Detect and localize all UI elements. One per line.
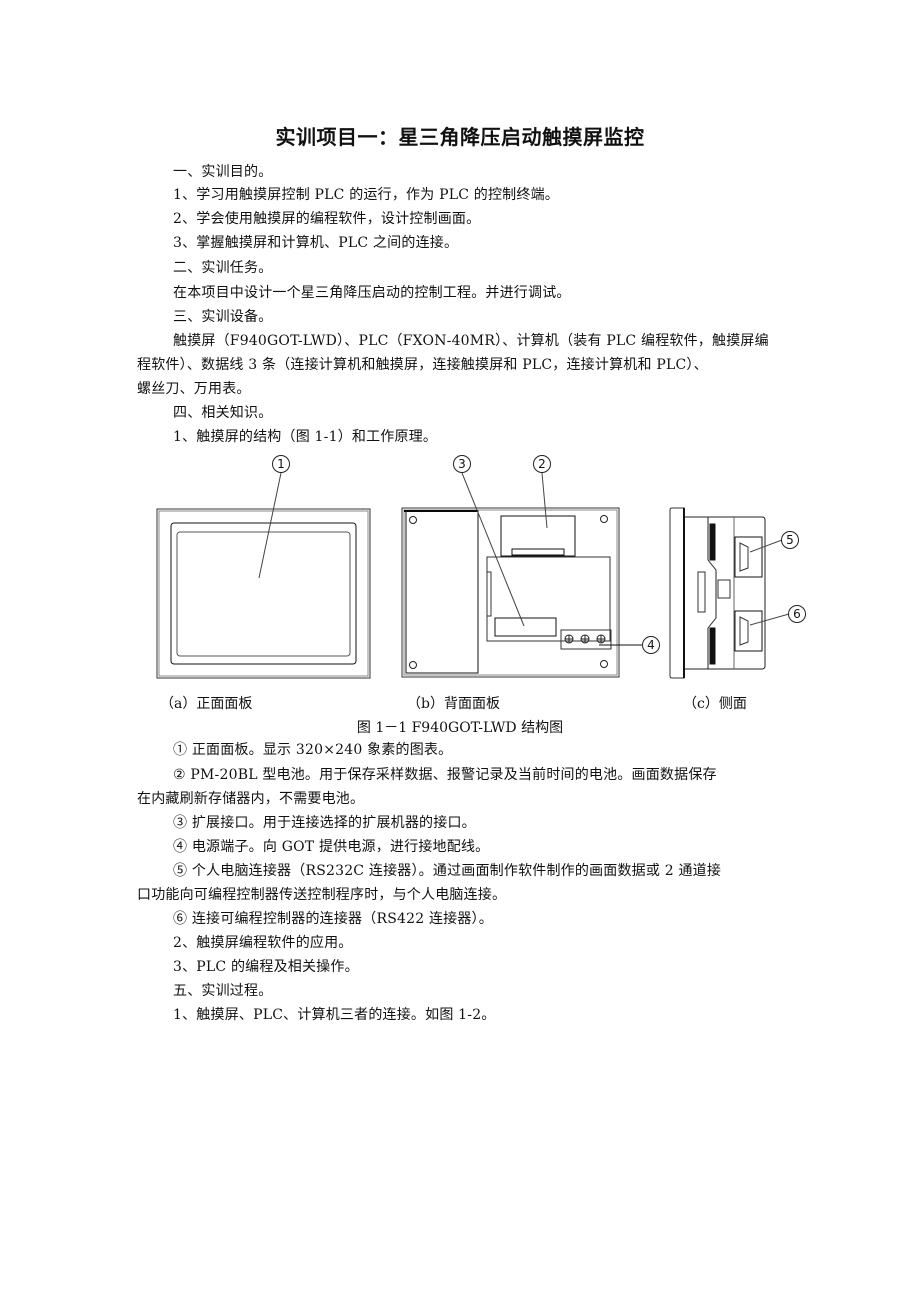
- power-terminal-screws: [564, 634, 606, 644]
- description-item: ① 正面面板。显示 320×240 象素的图表。: [173, 742, 453, 758]
- callout-1: 1: [277, 457, 285, 471]
- page-title: 实训项目一：星三角降压启动触摸屏监控: [275, 125, 645, 149]
- callout-2: 2: [538, 457, 546, 471]
- description-item: ⑥ 连接可编程控制器的连接器（RS422 连接器）。: [173, 911, 493, 927]
- description-item: 口功能向可编程控制器传送控制程序时，与个人电脑连接。: [137, 887, 507, 903]
- description-item: ③ 扩展接口。用于连接选择的扩展机器的接口。: [173, 815, 476, 831]
- subcaption-side: （c）侧面: [683, 696, 747, 712]
- subcaption-back: （b）背面面板: [407, 696, 500, 712]
- section-heading-equipment: 三、实训设备。: [173, 309, 273, 325]
- process-item: 1、触摸屏、PLC、计算机三者的连接。如图 1-2。: [173, 1007, 496, 1023]
- objective-item: 2、学会使用触摸屏的编程软件，设计控制画面。: [173, 211, 481, 227]
- task-item: 在本项目中设计一个星三角降压启动的控制工程。并进行调试。: [173, 285, 571, 301]
- description-item: ④ 电源端子。向 GOT 提供电源，进行接地配线。: [173, 839, 490, 855]
- equipment-line: 螺丝刀、万用表。: [137, 381, 251, 397]
- equipment-line: 程软件）、数据线 3 条（连接计算机和触摸屏，连接触摸屏和 PLC，连接计算机和…: [137, 357, 708, 373]
- front-panel-drawing: [156, 455, 371, 679]
- objective-item: 3、掌握触摸屏和计算机、PLC 之间的连接。: [173, 235, 459, 251]
- section-heading-process: 五、实训过程。: [173, 983, 273, 999]
- callout-4: 4: [647, 638, 655, 652]
- callout-6: 6: [793, 607, 801, 621]
- knowledge-item: 2、触摸屏编程软件的应用。: [173, 935, 353, 951]
- section-heading-objectives: 一、实训目的。: [173, 164, 273, 180]
- objective-item: 1、学习用触摸屏控制 PLC 的运行，作为 PLC 的控制终端。: [173, 187, 559, 203]
- callout-3: 3: [458, 457, 466, 471]
- knowledge-item: 1、触摸屏的结构（图 1-1）和工作原理。: [173, 429, 438, 445]
- side-view-drawing: [669, 507, 806, 679]
- callout-5: 5: [786, 533, 794, 547]
- subcaption-front: （a）正面面板: [160, 696, 253, 712]
- section-heading-knowledge: 四、相关知识。: [173, 405, 273, 421]
- description-item: ⑤ 个人电脑连接器（RS232C 连接器）。通过画面制作软件制作的画面数据或 2…: [173, 863, 722, 879]
- equipment-line: 触摸屏（F940GOT-LWD）、PLC（FXON-40MR）、计算机（装有 P…: [173, 333, 769, 349]
- figure-caption: 图 1－1 F940GOT-LWD 结构图: [356, 720, 564, 736]
- knowledge-item: 3、PLC 的编程及相关操作。: [173, 959, 359, 975]
- back-panel-drawing: [401, 455, 660, 678]
- section-heading-task: 二、实训任务。: [173, 260, 273, 276]
- description-item: ② PM-20BL 型电池。用于保存采样数据、报警记录及当前时间的电池。画面数据…: [173, 767, 717, 783]
- description-item: 在内藏刷新存储器内，不需要电池。: [137, 791, 365, 807]
